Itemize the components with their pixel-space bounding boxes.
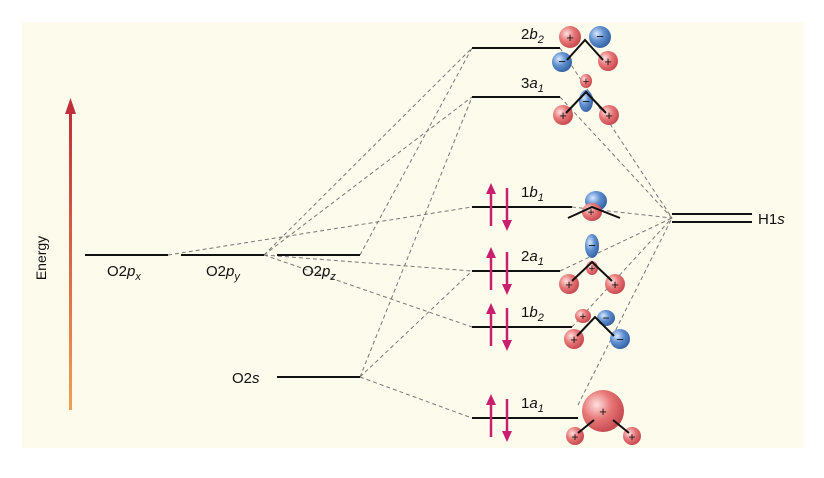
- minus-sign: −: [596, 29, 604, 44]
- o2pz-label: O2pz: [302, 263, 336, 283]
- orbital-picture-2b2: + − − +: [552, 26, 618, 72]
- hydrogen-orbitals: H1s: [672, 211, 785, 228]
- o2py-label: O2py: [206, 263, 241, 283]
- energy-axis-line: [69, 112, 72, 410]
- plus-sign: +: [583, 76, 589, 88]
- plus-sign: +: [571, 430, 578, 444]
- electron-pair-2a1: [486, 247, 512, 295]
- electron-pair-1b1: [486, 183, 512, 231]
- plus-sign: +: [611, 277, 619, 292]
- molecular-orbital-levels: 2b2 3a1 1b1 2a1 1b2 1a1: [472, 26, 578, 419]
- plus-sign: +: [566, 30, 574, 45]
- orbital-picture-1b2: + − + −: [564, 309, 630, 349]
- mo-label-1b2: 1b2: [521, 304, 544, 324]
- diagram-background: [22, 22, 804, 448]
- correlation-lines: [167, 47, 673, 419]
- orbital-pictures: + − − + + − + + +: [552, 26, 641, 445]
- plus-sign: +: [587, 205, 594, 219]
- oxygen-orbitals: O2px O2py O2pz O2s: [85, 254, 360, 387]
- plus-sign: +: [559, 108, 567, 123]
- minus-sign: −: [616, 332, 624, 347]
- plus-sign: +: [604, 54, 612, 69]
- plus-sign: +: [565, 277, 573, 292]
- orbital-picture-1a1: + + +: [566, 390, 641, 445]
- minus-sign: −: [602, 311, 609, 325]
- electron-pair-1a1: [486, 394, 512, 442]
- orbital-picture-1b1: +: [567, 191, 621, 221]
- plus-sign: +: [570, 332, 578, 347]
- plus-sign: +: [628, 430, 635, 444]
- mo-label-1b1: 1b1: [521, 184, 544, 204]
- h1s-label: H1s: [758, 211, 785, 228]
- minus-sign: −: [558, 54, 566, 69]
- o2px-label: O2px: [107, 263, 141, 283]
- mo-label-2b2: 2b2: [521, 26, 544, 46]
- mo-label-3a1: 3a1: [521, 75, 544, 95]
- mo-label-2a1: 2a1: [521, 248, 544, 268]
- orbital-picture-3a1: + − + +: [553, 74, 619, 125]
- plus-sign: +: [580, 311, 586, 323]
- plus-sign: +: [605, 108, 613, 123]
- electron-pairs: [486, 183, 512, 442]
- plus-sign: +: [599, 404, 607, 419]
- plus-sign: +: [589, 263, 595, 275]
- electron-pair-1b2: [486, 303, 512, 351]
- o2s-label: O2s: [232, 370, 260, 387]
- energy-axis-label: Energy: [33, 236, 49, 280]
- energy-axis: Energy: [33, 98, 76, 410]
- minus-sign: −: [588, 238, 596, 253]
- mo-label-1a1: 1a1: [521, 395, 544, 415]
- energy-axis-arrowhead: [65, 98, 76, 114]
- minus-sign: −: [582, 94, 590, 109]
- orbital-picture-2a1: − + + +: [559, 234, 625, 294]
